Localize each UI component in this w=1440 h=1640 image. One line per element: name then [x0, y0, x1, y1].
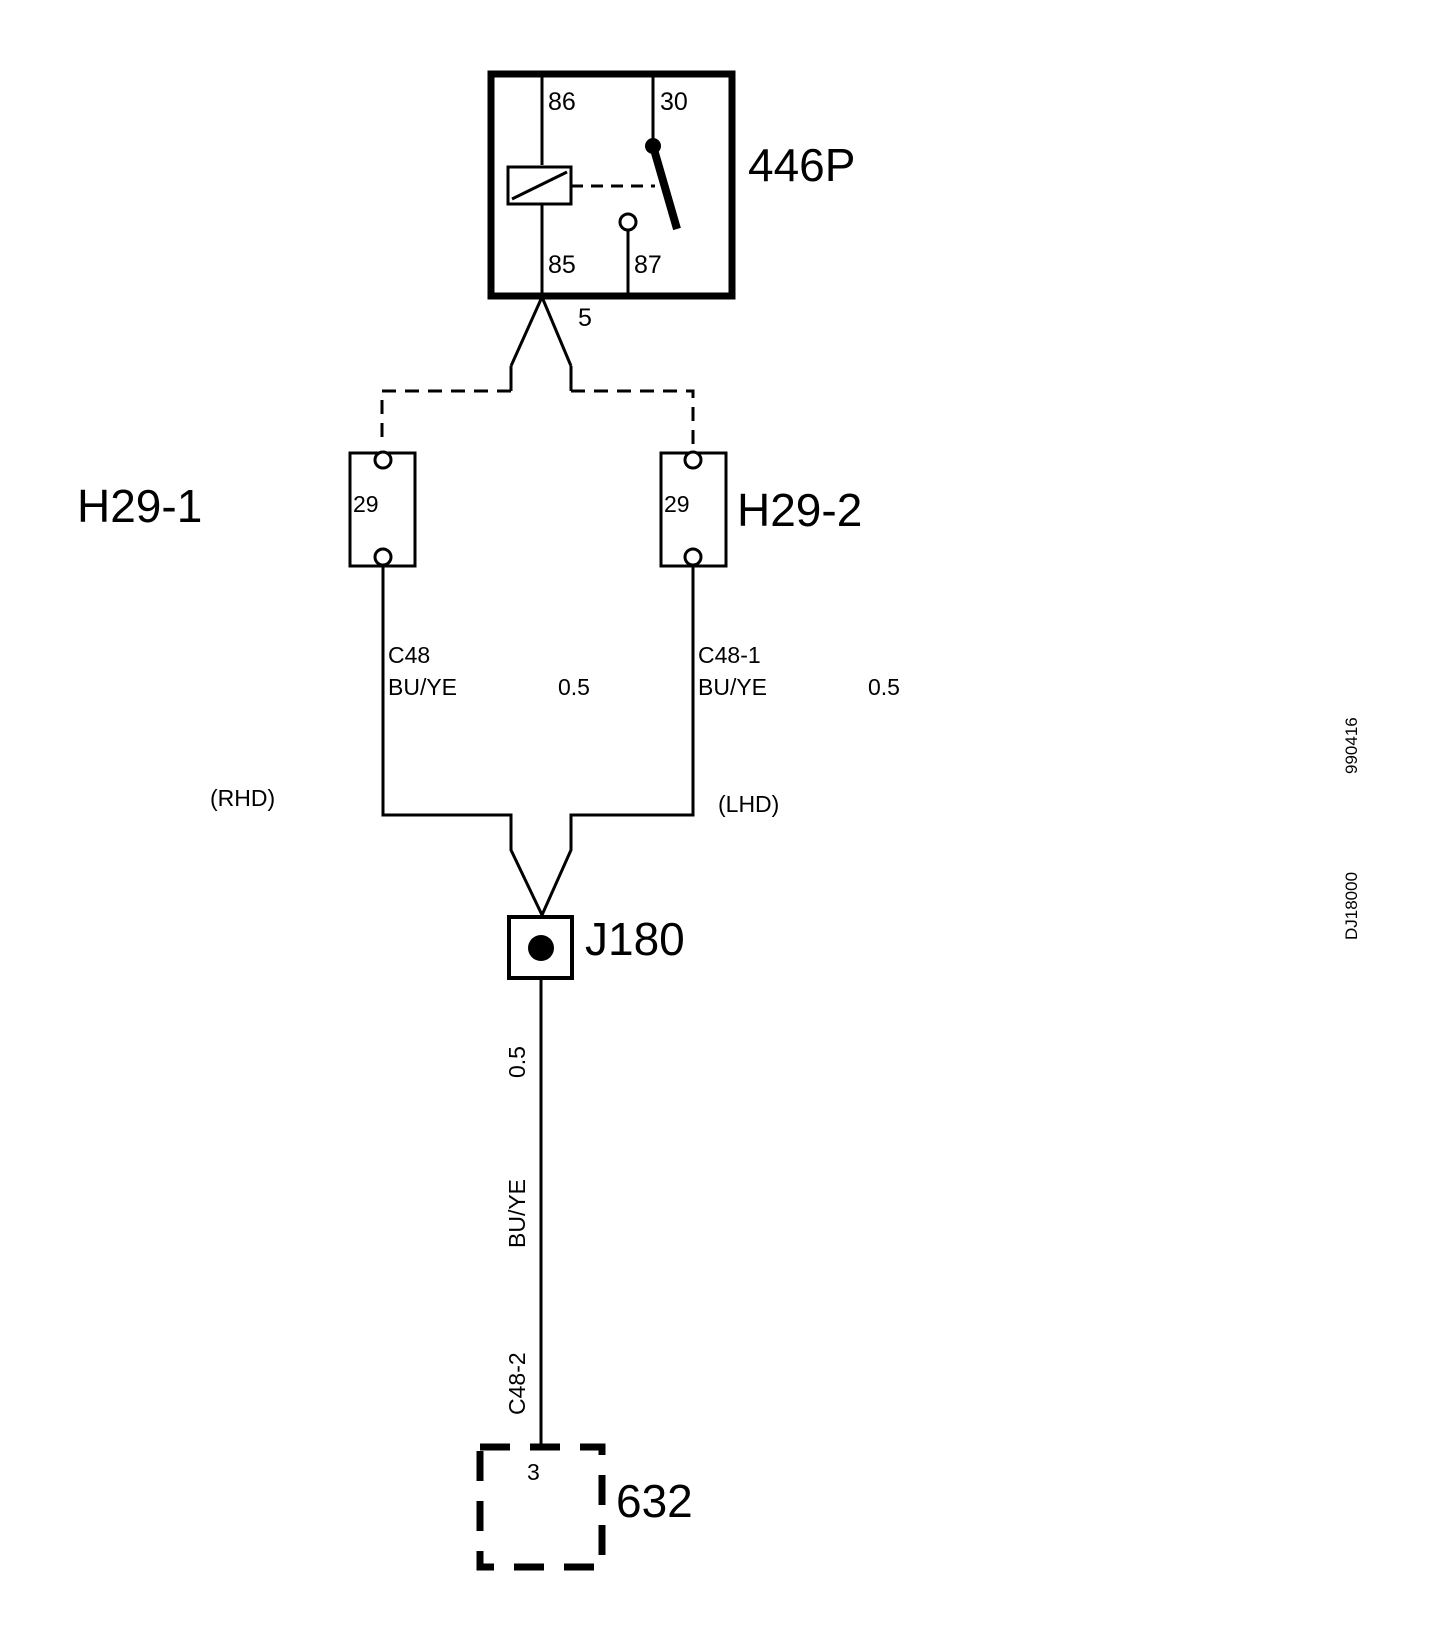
fuse-h29-1-id-label: H29-1 — [77, 480, 202, 532]
junction-j180: J180 — [507, 913, 685, 980]
fuse-h29-2-top-terminal — [683, 450, 703, 470]
relay-coil-slash — [511, 170, 568, 201]
fuse-to-junction-wires: C48 BU/YE 0.5 (RHD) C48-1 BU/YE 0.5 (LHD… — [210, 565, 900, 916]
wire-c48-variant-label: (RHD) — [210, 785, 275, 811]
wire-c48-2-color-label: BU/YE — [504, 1179, 530, 1248]
split-wire-left — [509, 296, 544, 367]
relay-pin-30-label: 30 — [660, 88, 688, 116]
fuse-h29-1: 29 H29-1 — [77, 450, 417, 568]
component-632: 3 632 — [476, 1443, 693, 1571]
fuse-h29-1-pin-label: 29 — [353, 491, 379, 517]
wire-c48-1-color-label: BU/YE — [698, 674, 767, 700]
fuse-h29-2-id-label: H29-2 — [737, 484, 862, 536]
component-632-pin-label: 3 — [527, 1459, 540, 1485]
relay-pin-85-label: 85 — [548, 251, 576, 279]
relay-pin-87-label: 87 — [634, 251, 662, 279]
side-date-code: 990416 — [1342, 717, 1361, 774]
fuse-h29-1-bottom-terminal — [373, 547, 393, 567]
wire-c48-1-size-label: 0.5 — [868, 674, 900, 700]
relay-housing — [487, 70, 736, 300]
wire-c48 — [381, 565, 544, 916]
fuse-h29-2-bottom-terminal — [683, 547, 703, 567]
component-632-id-label: 632 — [616, 1475, 693, 1527]
wire-c48-1-variant-label: (LHD) — [718, 791, 779, 817]
relay-output-wire-label: 5 — [578, 304, 592, 332]
dashed-route-right — [571, 389, 695, 446]
wire-c48-2: 0.5 BU/YE C48-2 — [504, 978, 543, 1446]
split-wire-right — [540, 296, 573, 367]
wire-c48-1-circuit-label: C48-1 — [698, 642, 761, 668]
junction-j180-dot — [528, 935, 554, 961]
wire-c48-size-label: 0.5 — [558, 674, 590, 700]
side-drawing-code: DJ18000 — [1342, 872, 1361, 940]
fuse-h29-2-pin-label: 29 — [664, 491, 690, 517]
fuse-h29-2: 29 H29-2 — [659, 450, 862, 568]
relay-446p: 86 30 85 87 446P — [487, 70, 855, 300]
relay-pin-86-label: 86 — [548, 88, 576, 116]
wire-c48-circuit-label: C48 — [388, 642, 430, 668]
component-632-outline — [476, 1443, 606, 1571]
fuse-h29-1-top-terminal — [373, 450, 393, 470]
wire-c48-2-size-label: 0.5 — [504, 1046, 530, 1078]
dashed-route-left — [380, 389, 511, 446]
relay-switch-arm — [649, 144, 681, 231]
relay-contact-87 — [618, 212, 638, 232]
relay-id-label: 446P — [748, 139, 855, 191]
wire-c48-color-label: BU/YE — [388, 674, 457, 700]
wire-c48-1 — [540, 565, 695, 916]
relay-output-split: 5 — [380, 296, 695, 446]
wire-c48-2-circuit-label: C48-2 — [504, 1352, 530, 1415]
junction-j180-id-label: J180 — [585, 913, 685, 965]
